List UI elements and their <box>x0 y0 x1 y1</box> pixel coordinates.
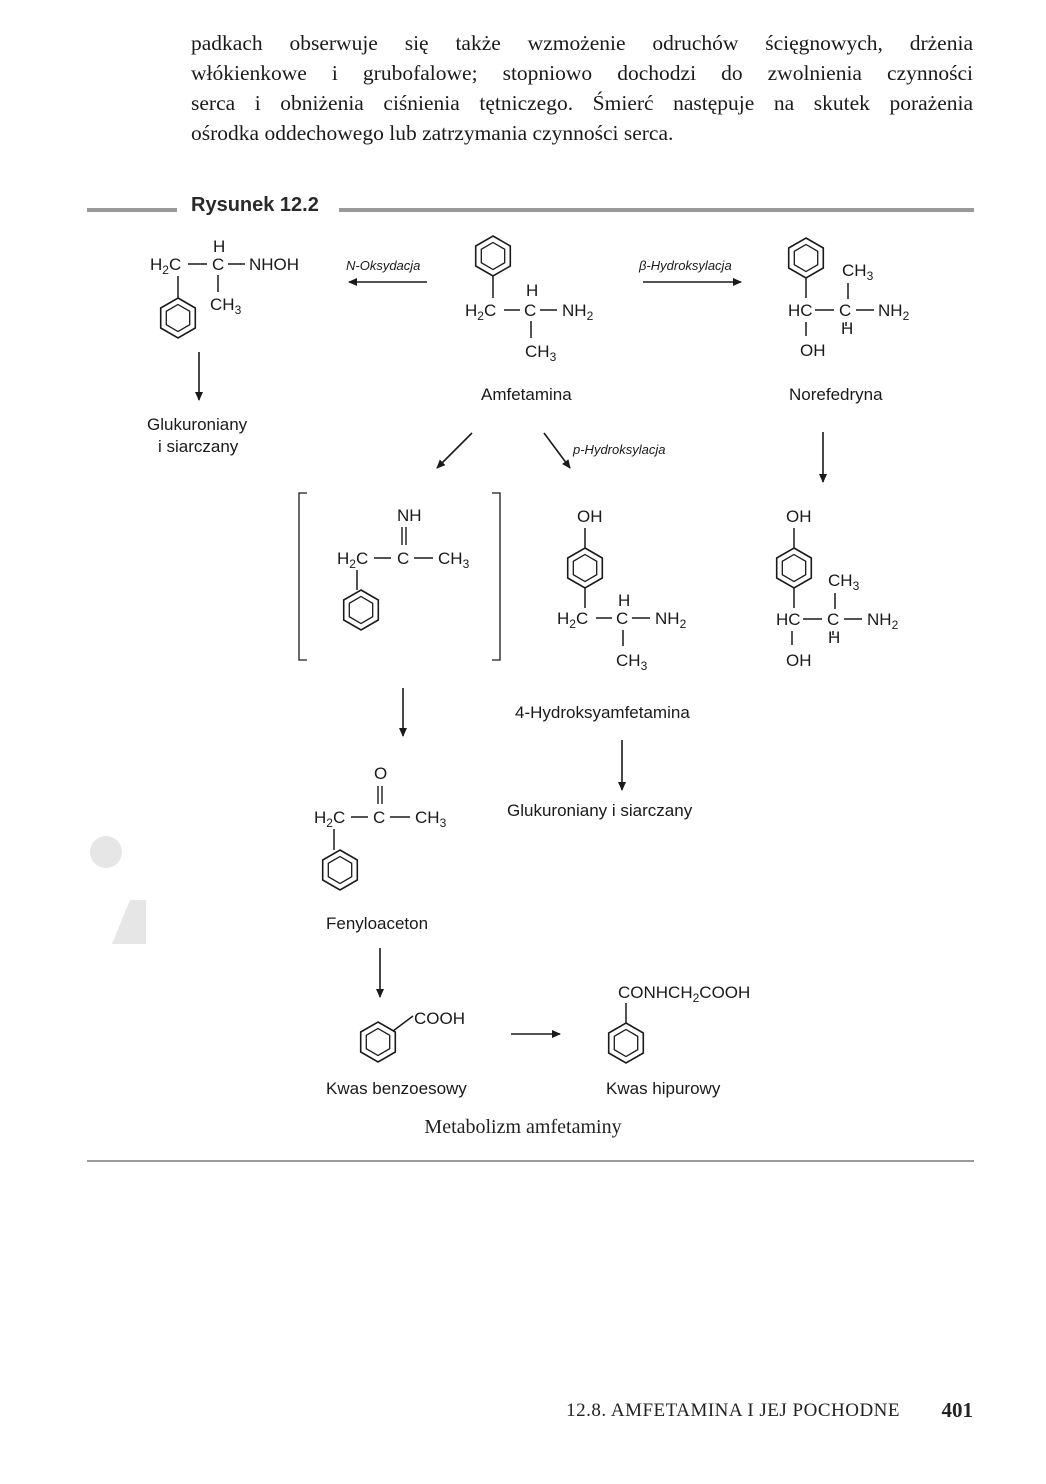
body-paragraph: padkach obserwuje się także wzmożenie od… <box>191 28 973 148</box>
figure-caption: Metabolizm amfetaminy <box>424 1116 622 1138</box>
svg-text:H2C: H2C <box>337 549 368 571</box>
arrow-p-hydroxylation <box>543 432 571 469</box>
running-footer-section: 12.8. AMFETAMINA I JEJ POCHODNE <box>566 1400 900 1421</box>
norephedrine-structure: CH3 HC C NH2 H OH <box>787 237 910 360</box>
svg-text:C: C <box>524 301 536 320</box>
svg-text:HC: HC <box>788 301 813 320</box>
svg-text:OH: OH <box>786 651 812 670</box>
svg-text:H: H <box>841 319 853 338</box>
compound-phenylacetone: Fenyloaceton <box>326 914 428 933</box>
svg-text:H: H <box>618 591 630 610</box>
svg-text:NH2: NH2 <box>878 301 910 323</box>
svg-text:H2C: H2C <box>465 301 496 323</box>
compound-norephedrine: Norefedryna <box>789 385 883 404</box>
svg-text:H2C: H2C <box>150 255 181 277</box>
conjugates-mid: Glukuroniany i siarczany <box>507 801 693 820</box>
svg-text:CH3: CH3 <box>525 342 557 364</box>
svg-text:CONHCH2COOH: CONHCH2COOH <box>618 983 750 1005</box>
paragraph-line: serca i obniżenia ciśnienia tętniczego. … <box>191 91 973 115</box>
svg-text:HC: HC <box>776 610 801 629</box>
compound-hippuric-acid: Kwas hipurowy <box>606 1079 721 1098</box>
svg-text:CH3: CH3 <box>616 651 648 673</box>
svg-text:NH: NH <box>397 506 422 525</box>
figure-rule <box>87 208 177 212</box>
svg-text:H: H <box>828 628 840 647</box>
arrow-to-imine <box>436 432 473 469</box>
reaction-beta-hydroxylation: β-Hydroksylacja <box>638 258 732 273</box>
hydroxyamphetamine-structure: OH H H2C C NH2 CH3 <box>557 507 687 673</box>
svg-text:CH3: CH3 <box>842 261 874 283</box>
decorative-circle <box>90 836 122 868</box>
conjugates-left-line1: Glukuroniany <box>147 415 248 434</box>
svg-text:CH3: CH3 <box>438 549 470 571</box>
paragraph-line: ośrodka oddechowego lub zatrzymania czyn… <box>191 121 674 145</box>
phenylacetone-structure: O H2C C CH3 <box>314 764 447 891</box>
amphetamine-structure: H H2C C NH2 CH3 <box>465 235 594 364</box>
n-hydroxyamphetamine-structure: H H2C C NHOH CH3 <box>150 237 299 339</box>
svg-text:OH: OH <box>786 507 812 526</box>
imine-structure: NH H2C C CH3 <box>337 506 470 631</box>
svg-text:CH3: CH3 <box>415 808 447 830</box>
svg-text:NH2: NH2 <box>562 301 594 323</box>
svg-text:C: C <box>827 610 839 629</box>
svg-text:C: C <box>616 609 628 628</box>
svg-text:C: C <box>839 301 851 320</box>
svg-text:C: C <box>212 255 224 274</box>
svg-text:O: O <box>374 764 387 783</box>
metabolism-scheme: N-Oksydacja β-Hydroksylacja p-Hydroksyla… <box>147 235 910 1098</box>
svg-text:NH2: NH2 <box>867 610 899 632</box>
imine-intermediate-structure <box>298 492 501 661</box>
svg-text:C: C <box>397 549 409 568</box>
figure-bottom-rule <box>87 1160 974 1162</box>
paragraph-line: padkach obserwuje się także wzmożenie od… <box>191 31 973 55</box>
figure-label: Rysunek 12.2 <box>191 194 319 216</box>
reaction-n-oxidation: N-Oksydacja <box>346 258 420 273</box>
svg-text:OH: OH <box>800 341 826 360</box>
decorative-triangle <box>112 900 146 944</box>
svg-text:H: H <box>526 281 538 300</box>
svg-text:COOH: COOH <box>414 1009 465 1028</box>
figure-rule <box>339 208 974 212</box>
paragraph-line: włókienkowe i grubofalowe; stopniowo doc… <box>191 61 973 85</box>
svg-text:H: H <box>213 237 225 256</box>
svg-text:NHOH: NHOH <box>249 255 299 274</box>
reaction-p-hydroxylation: p-Hydroksylacja <box>572 442 665 457</box>
page-number: 401 <box>941 1398 974 1422</box>
svg-text:H2C: H2C <box>557 609 588 631</box>
svg-text:CH3: CH3 <box>210 295 242 317</box>
svg-text:H2C: H2C <box>314 808 345 830</box>
hydroxynorephedrine-structure: OH CH3 HC C NH2 H OH <box>775 507 899 670</box>
svg-text:NH2: NH2 <box>655 609 687 631</box>
hippuric-acid-structure: CONHCH2COOH <box>607 983 750 1064</box>
compound-benzoic-acid: Kwas benzoesowy <box>326 1079 467 1098</box>
conjugates-left-line2: i siarczany <box>158 437 239 456</box>
benzoic-acid-structure: COOH <box>359 1009 465 1063</box>
svg-text:C: C <box>373 808 385 827</box>
svg-text:OH: OH <box>577 507 603 526</box>
compound-hydroxyamphetamine: 4-Hydroksyamfetamina <box>515 703 690 722</box>
svg-text:CH3: CH3 <box>828 571 860 593</box>
compound-amphetamine: Amfetamina <box>481 385 572 404</box>
